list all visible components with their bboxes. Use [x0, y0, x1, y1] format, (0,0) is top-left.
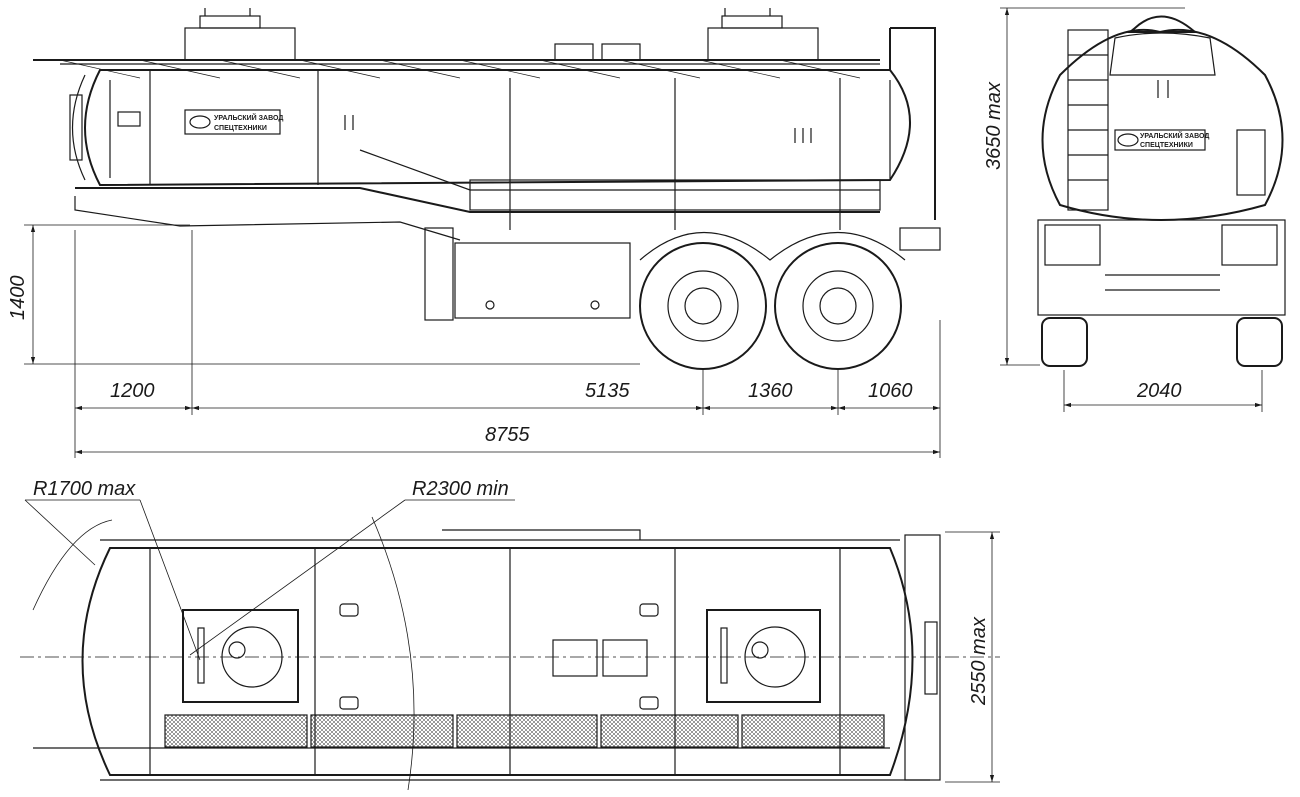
- dim-axle-spacing: 1360: [748, 380, 793, 402]
- front-end-cap: [69, 94, 83, 161]
- front-swing-arc: [32, 519, 113, 611]
- rear-door: [1236, 129, 1266, 196]
- rear-tank-shell: [1041, 28, 1284, 221]
- chassis-frame: [75, 187, 880, 213]
- rear-bumper-frame: [1037, 219, 1286, 316]
- wheel-front: [639, 242, 767, 370]
- rear-ladder: [889, 27, 936, 220]
- rear-light: [899, 227, 941, 251]
- rear-logo-line2: СПЕЦТЕХНИКИ: [1140, 142, 1193, 149]
- wheel-rear: [774, 242, 902, 370]
- dim-rear-overhang: 1060: [868, 380, 913, 402]
- dim-coupling-height: 1400: [7, 276, 29, 321]
- dim-front-overhang: 1200: [110, 380, 155, 402]
- side-hatch-rear: [707, 27, 819, 61]
- logo-plate-side: [184, 109, 281, 135]
- dim-turning-radius: R2300 min: [412, 478, 509, 500]
- rear-ladder-vert: [1067, 29, 1109, 211]
- logo-line1: УРАЛЬСКИЙ ЗАВОД: [214, 113, 283, 122]
- dim-kingpin-to-axle: 5135: [585, 380, 630, 402]
- side-view: УРАЛЬСКИЙ ЗАВОД СПЕЦТЕХНИКИ: [33, 8, 941, 370]
- rear-wheel-left: [1041, 317, 1088, 367]
- dim-track-width: 2040: [1136, 380, 1182, 402]
- dim-front-swing-radius: R1700 max: [33, 478, 136, 500]
- rear-logo-line1: УРАЛЬСКИЙ ЗАВОД: [1140, 131, 1209, 140]
- top-hatch-front: [182, 609, 299, 703]
- top-hatch-rear: [706, 609, 821, 703]
- tank-shell: [84, 69, 911, 187]
- walkway-grating: [164, 714, 885, 748]
- side-dimensions: 1200 5135 1360 1060 8755 1400: [7, 224, 941, 458]
- top-tank-outline: [81, 547, 914, 776]
- logo-line2: СПЕЦТЕХНИКИ: [214, 125, 267, 132]
- side-wheels: [639, 232, 906, 370]
- rear-dimensions: 3650 max 2040: [983, 7, 1263, 412]
- dim-overall-height: 3650 max: [983, 81, 1005, 170]
- top-rear-bumper: [904, 534, 941, 781]
- turning-arc: [371, 516, 415, 791]
- rear-view: УРАЛЬСКИЙ ЗАВОД СПЕЦТЕХНИКИ: [1037, 15, 1286, 367]
- dim-overall-length: 8755: [485, 424, 530, 446]
- landing-gear: [424, 227, 454, 321]
- side-hatch-front: [184, 27, 296, 61]
- top-dimensions: R1700 max R2300 min 2550 max: [24, 478, 1000, 783]
- dim-overall-width: 2550 max: [968, 616, 990, 706]
- tool-box: [454, 242, 631, 319]
- logo-plate-rear: [1114, 129, 1206, 151]
- top-view: [20, 516, 1000, 791]
- rear-wheel-right: [1236, 317, 1283, 367]
